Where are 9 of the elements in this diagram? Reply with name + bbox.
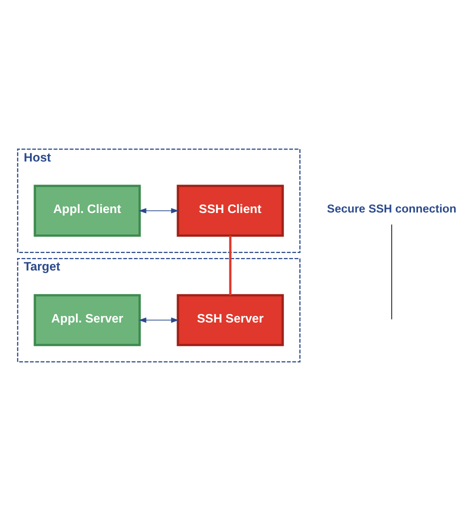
arrow <box>138 316 179 322</box>
node-box: Appl. Client <box>34 184 141 236</box>
node-box: Appl. Server <box>34 294 141 346</box>
node-box: SSH Client <box>176 184 284 236</box>
connector <box>229 235 232 295</box>
arrow <box>138 208 179 213</box>
node-box: SSH Server <box>176 294 284 346</box>
connector <box>391 224 392 320</box>
node-text: Secure SSH connection <box>327 203 456 216</box>
